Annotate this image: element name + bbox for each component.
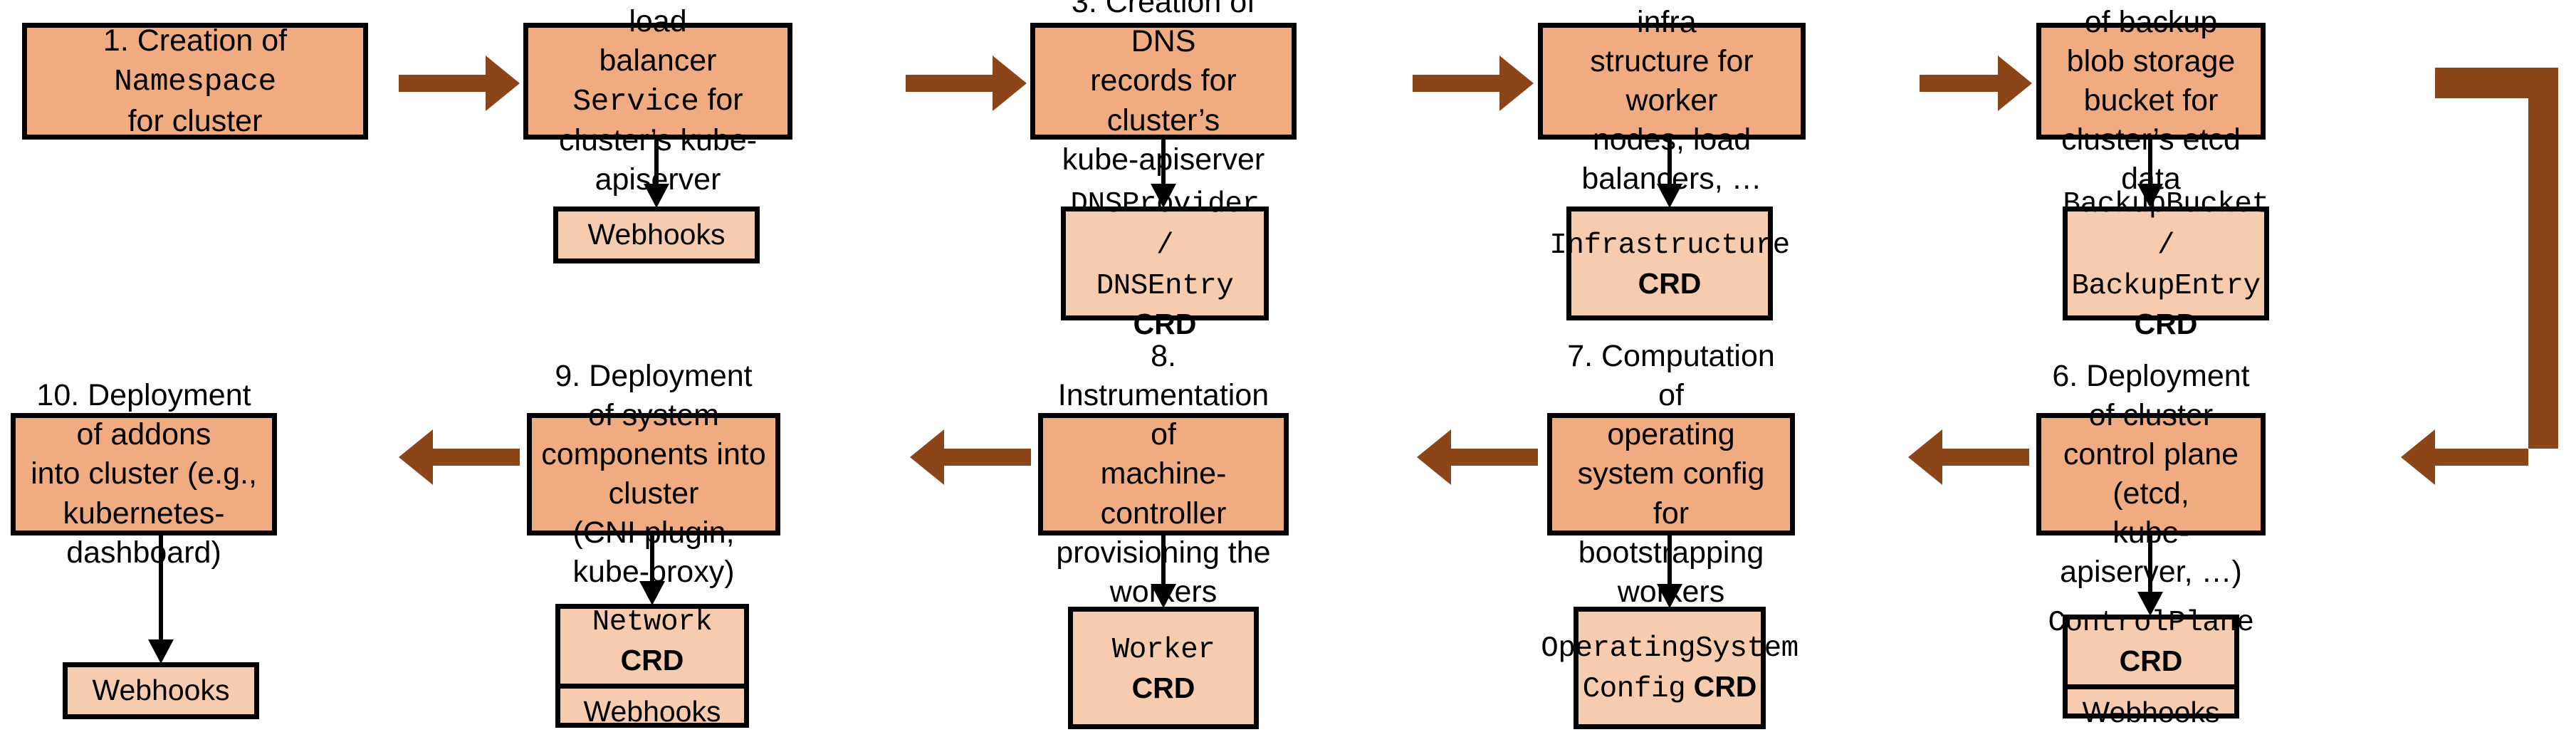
text-line: machine-controller <box>1100 456 1227 531</box>
text-line: CRD <box>1638 267 1702 300</box>
artifact-cell: Network CRD <box>560 597 744 684</box>
text-line: Network CRD <box>592 605 713 676</box>
artifact-cell: DNSProvider / DNSEntry CRD <box>1066 179 1264 348</box>
text-line: kube-apiserver, …) <box>2060 516 2242 590</box>
step-label-2: 2. Creation of load balancer Service forc… <box>535 0 780 199</box>
text-line: Namespace <box>114 64 276 100</box>
text-line: kubernetes-dashboard) <box>63 496 225 570</box>
artifact-cell: BackupBucket / BackupEntry CRD <box>2063 179 2269 348</box>
text-line: records for cluster’s <box>1090 63 1237 137</box>
artifact-cell: Webhooks <box>68 667 254 714</box>
text-line: 1. Creation of <box>103 23 288 58</box>
arrow-8-9 <box>910 429 1031 485</box>
arrow-4-5 <box>1920 56 2032 111</box>
text-line: Config CRD <box>1582 670 1757 706</box>
text-line: BackupEntry CRD <box>2071 270 2261 341</box>
arrow-9-10 <box>399 429 520 485</box>
text-line: 4. Preparation of infra- <box>1637 4 1707 39</box>
text-line: 3. Creation of DNS <box>1071 0 1256 59</box>
text-line: DNSProvider / <box>1070 188 1260 262</box>
text-line: Webhooks <box>587 218 726 251</box>
text-line: control plane (etcd, <box>2063 437 2239 511</box>
text-line: for cluster <box>127 103 263 138</box>
artifact-box-network-crd[interactable]: Network CRD Webhooks <box>555 604 749 728</box>
artifact-box-controlplane-crd[interactable]: ControlPlane CRD Webhooks <box>2048 607 2254 729</box>
arrow-7-8 <box>1417 429 1538 485</box>
text-line: Webhooks <box>2082 696 2220 729</box>
text-line: 8. Instrumentation of <box>1057 339 1269 452</box>
text-line: Webhooks <box>92 674 230 707</box>
connector-10-arrowhead <box>148 639 174 664</box>
text-line: structure for worker <box>1590 43 1754 117</box>
text-line: Worker <box>1111 633 1215 667</box>
step-label-4: 4. Preparation of infra-structure for wo… <box>1550 0 1794 199</box>
text-line: Infrastructure <box>1549 229 1790 262</box>
text-line: OperatingSystem <box>1541 632 1799 665</box>
artifact-box-backup-crd[interactable]: BackupBucket / BackupEntry CRD <box>2063 188 2269 340</box>
text-line: balancer Service for <box>572 43 743 119</box>
text-line: (CNI plugin, kube-proxy) <box>572 516 735 590</box>
text-line: 6. Deployment of cluster <box>2052 358 2250 432</box>
text-line: BackupBucket / <box>2063 188 2269 262</box>
step-label-10: 10. Deployment of addons into cluster (e.… <box>23 376 265 572</box>
step-box-2[interactable]: 2. Creation of load balancer Service forc… <box>523 4 792 197</box>
text-line: kube-apiserver <box>1062 142 1265 177</box>
text-line: 10. Deployment of addons <box>36 378 251 452</box>
step-box-10[interactable]: 10. Deployment of addons into cluster (e.… <box>11 378 277 570</box>
text-line: blob storage bucket for <box>2066 43 2236 117</box>
artifact-box-webhooks-2[interactable]: Webhooks <box>553 207 760 263</box>
text-line: CRD <box>1131 672 1195 704</box>
arrow-1-2 <box>399 56 520 111</box>
text-line: 2. Creation of load <box>629 4 687 38</box>
arrow-5-6 <box>2401 68 2558 485</box>
arrow-3-4 <box>1413 56 1534 111</box>
arrow-2-3 <box>906 56 1027 111</box>
text-line: ControlPlane CRD <box>2048 606 2254 677</box>
text-line: provisioning the workers <box>1056 535 1271 609</box>
text-line: nodes, load balancers, … <box>1581 122 1762 197</box>
text-line: 5. Preparation of backup <box>2084 4 2218 39</box>
text-line: operating system config <box>1577 417 1765 491</box>
step-box-5[interactable]: 5. Preparation of backup blob storage buc… <box>2036 5 2266 196</box>
text-line: 9. Deployment of system <box>555 358 753 432</box>
text-line: 7. Computation of <box>1567 339 1775 413</box>
step-label-5: 5. Preparation of backup blob storage buc… <box>2048 0 2253 199</box>
text-line: for bootstrapping workers <box>1578 496 1764 609</box>
artifact-cell: Webhooks <box>558 211 755 258</box>
step-box-4[interactable]: 4. Preparation of infra-structure for wo… <box>1538 5 1806 196</box>
text-line: into cluster (e.g., <box>31 456 257 491</box>
text-line: Webhooks <box>583 695 721 728</box>
artifact-cell: ControlPlane CRD <box>2048 597 2254 685</box>
text-line: cluster’s etcd data <box>2061 122 2241 197</box>
artifact-box-webhooks-10[interactable]: Webhooks <box>63 662 259 719</box>
arrow-6-7 <box>1908 429 2029 485</box>
text-line: DNSEntry CRD <box>1096 270 1234 341</box>
text-line: cluster’s kube-apiserver <box>558 123 758 197</box>
artifact-box-dns-crd[interactable]: DNSProvider / DNSEntry CRD <box>1061 188 1269 340</box>
artifact-cell: Webhooks <box>2068 684 2234 736</box>
artifact-cell: Webhooks <box>560 684 744 735</box>
text-line: components into cluster <box>541 437 766 511</box>
